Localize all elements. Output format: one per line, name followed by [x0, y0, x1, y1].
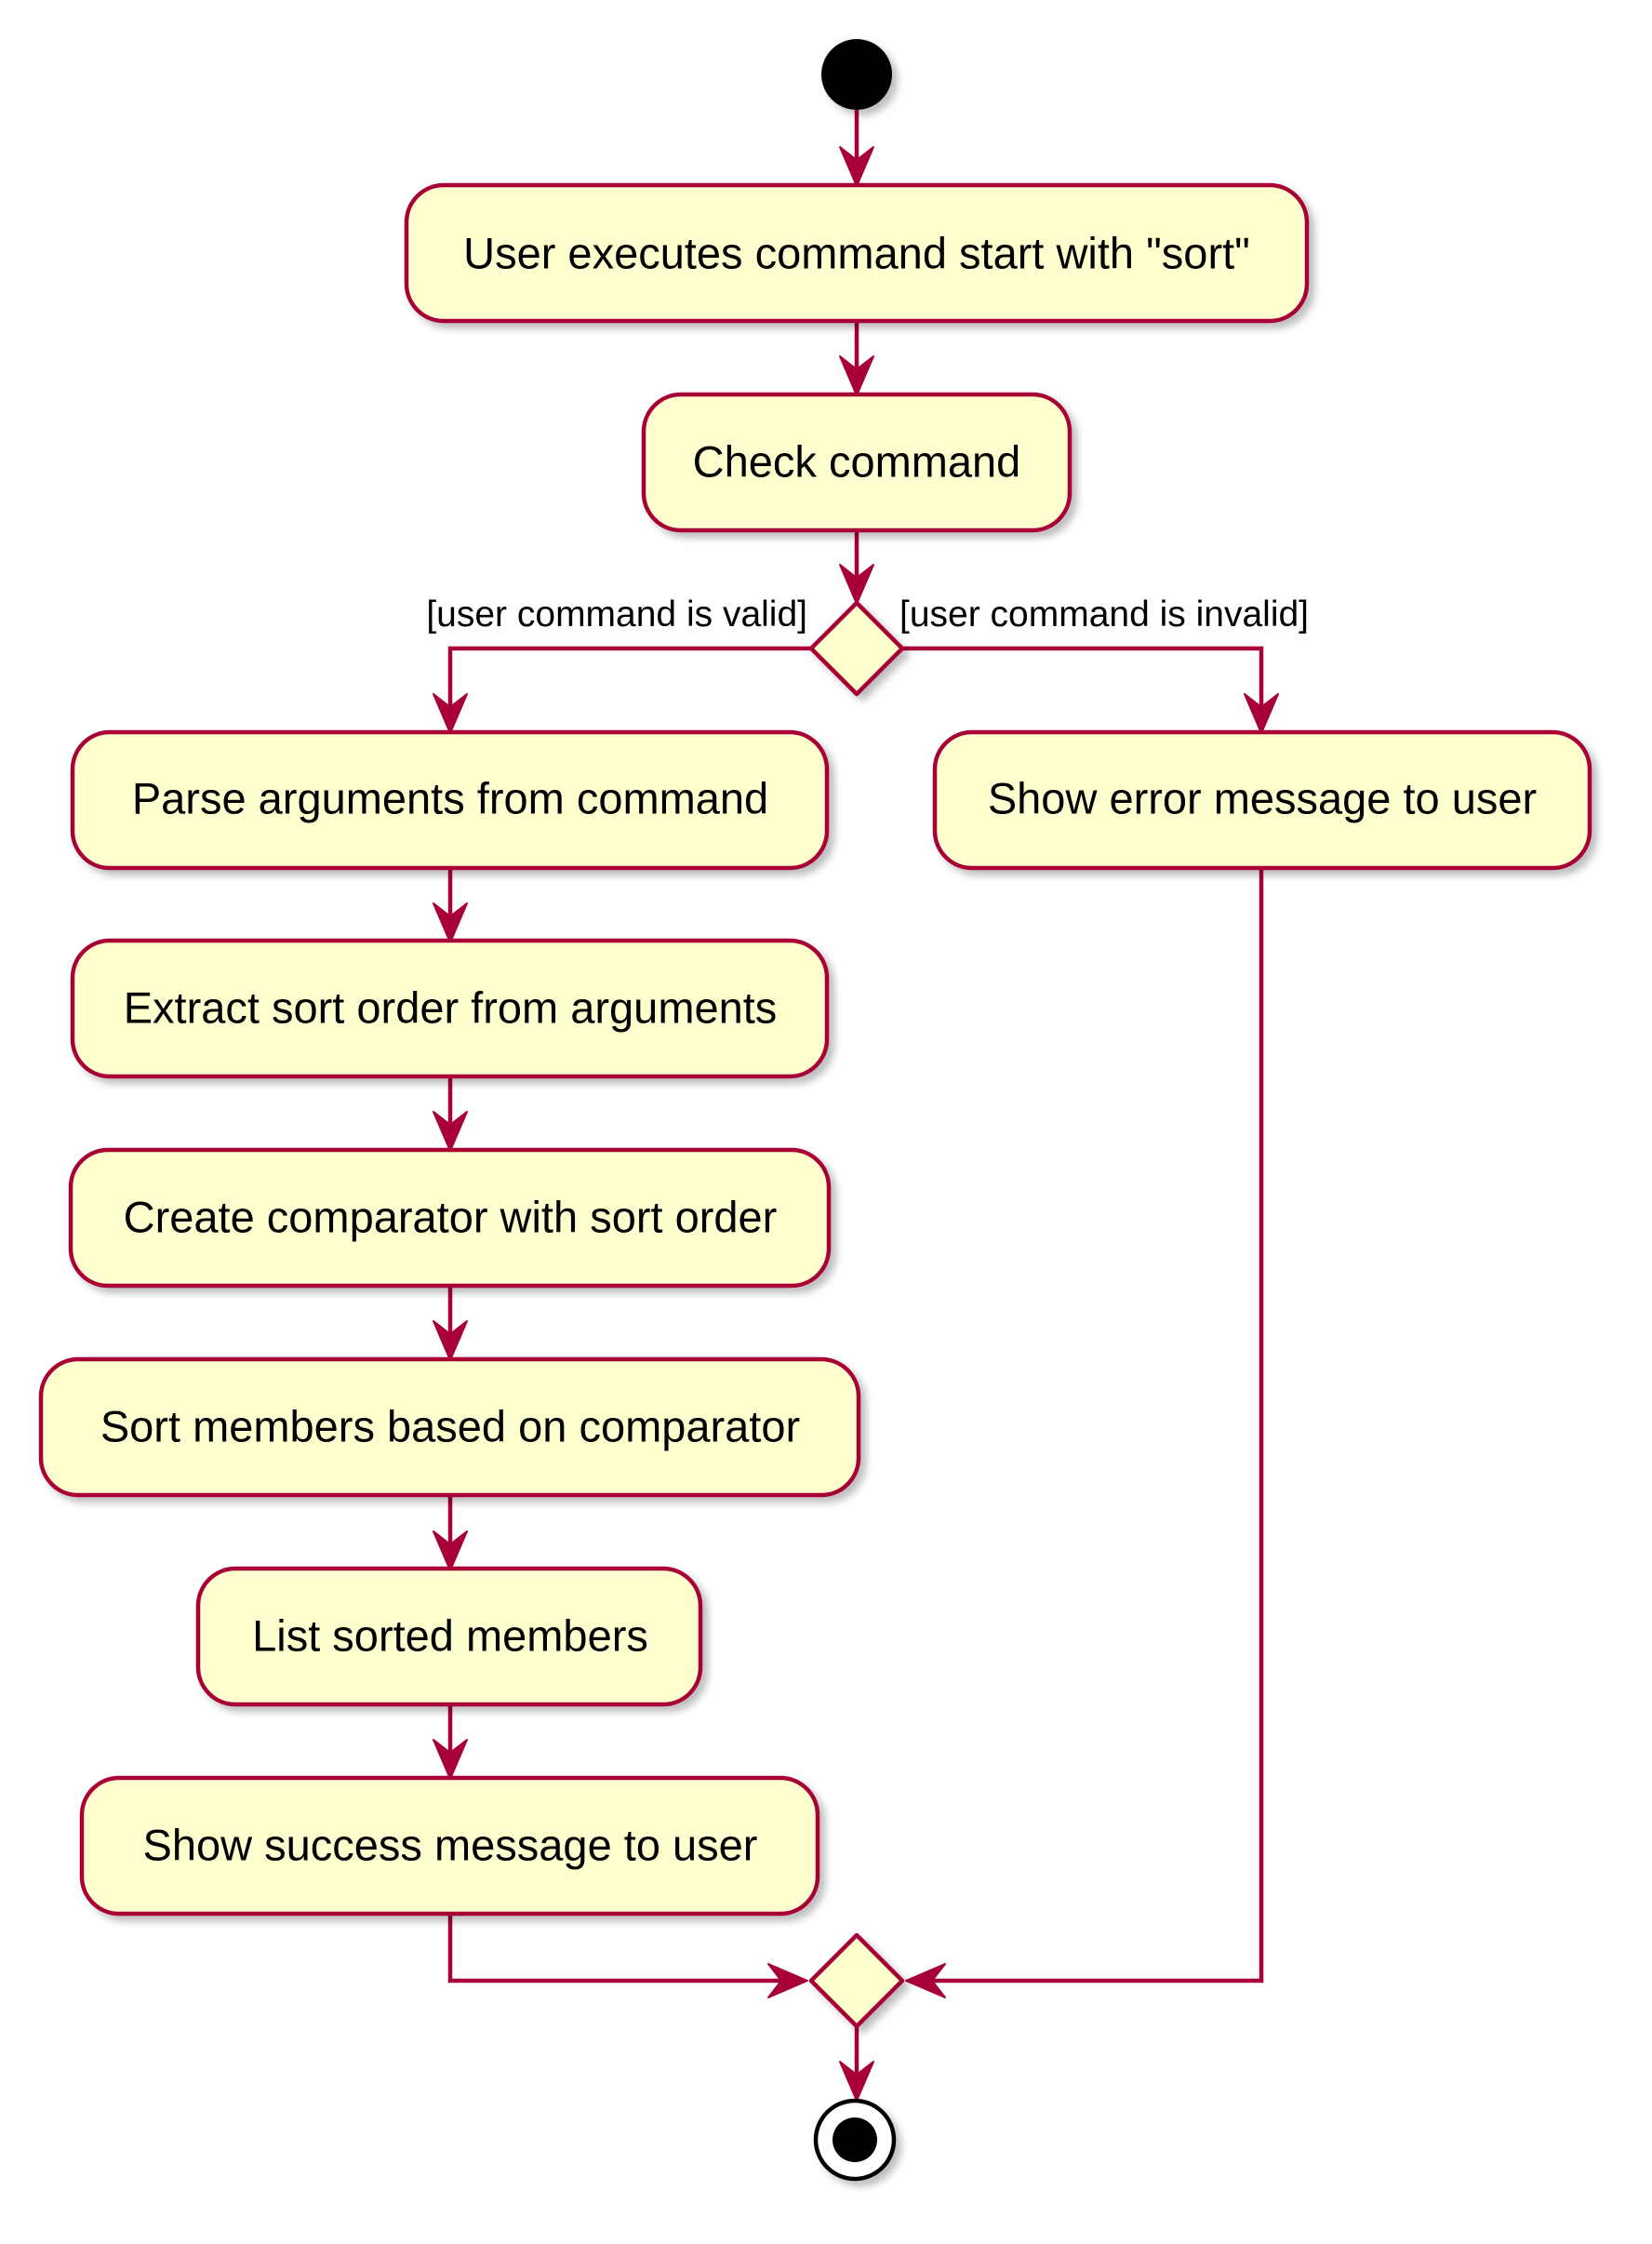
arrowhead-down: [839, 355, 874, 396]
arrowhead-down: [433, 1530, 468, 1571]
edge-success-to-merge: [447, 1915, 802, 1984]
arrowhead-down: [433, 1739, 468, 1780]
edge-decision-to-parse: [447, 646, 811, 728]
action-label: Show error message to user: [988, 773, 1537, 822]
action-show-error: Show error message to user: [932, 729, 1592, 871]
arrowhead-down: [839, 564, 874, 605]
guard-invalid-label: [user command is invalid]: [899, 594, 1309, 634]
action-list-sorted: List sorted members: [195, 1566, 703, 1707]
action-label: Parse arguments from command: [132, 773, 768, 822]
edge-decision-to-error: [902, 646, 1264, 728]
action-show-success: Show success message to user: [79, 1775, 820, 1917]
decision-node: [808, 600, 905, 697]
start-node: [821, 39, 892, 110]
arrowhead-down: [839, 146, 874, 187]
action-label: Create comparator with sort order: [124, 1192, 778, 1241]
arrowhead-down: [433, 902, 468, 943]
arrowhead-down: [1244, 693, 1279, 734]
arrowhead-down: [839, 2061, 874, 2102]
arrowhead-right: [767, 1963, 808, 1998]
action-label: Sort members based on comparator: [100, 1401, 800, 1450]
arrowhead-down: [433, 1111, 468, 1152]
action-label: Extract sort order from arguments: [124, 982, 778, 1032]
arrowhead-left: [905, 1963, 946, 1998]
action-extract-sort-order: Extract sort order from arguments: [70, 938, 830, 1079]
arrowhead-down: [433, 693, 468, 734]
action-check-command: Check command: [641, 392, 1072, 533]
action-sort-members: Sort members based on comparator: [38, 1356, 861, 1498]
action-create-comparator: Create comparator with sort order: [68, 1147, 832, 1289]
action-label: Show success message to user: [143, 1820, 758, 1869]
action-label: Check command: [693, 436, 1021, 486]
arrowheads: [433, 146, 1279, 2102]
connectors: [447, 110, 1264, 2098]
action-parse-arguments: Parse arguments from command: [70, 729, 830, 871]
end-node: [813, 2098, 897, 2182]
action-label: List sorted members: [252, 1610, 648, 1660]
action-label: User executes command start with "sort": [463, 228, 1250, 277]
guard-valid-label: [user command is valid]: [426, 594, 807, 634]
action-receive-command: User executes command start with "sort": [404, 182, 1310, 324]
arrowhead-down: [433, 1320, 468, 1361]
edge-error-to-merge: [912, 868, 1264, 1984]
merge-node: [808, 1932, 905, 2029]
